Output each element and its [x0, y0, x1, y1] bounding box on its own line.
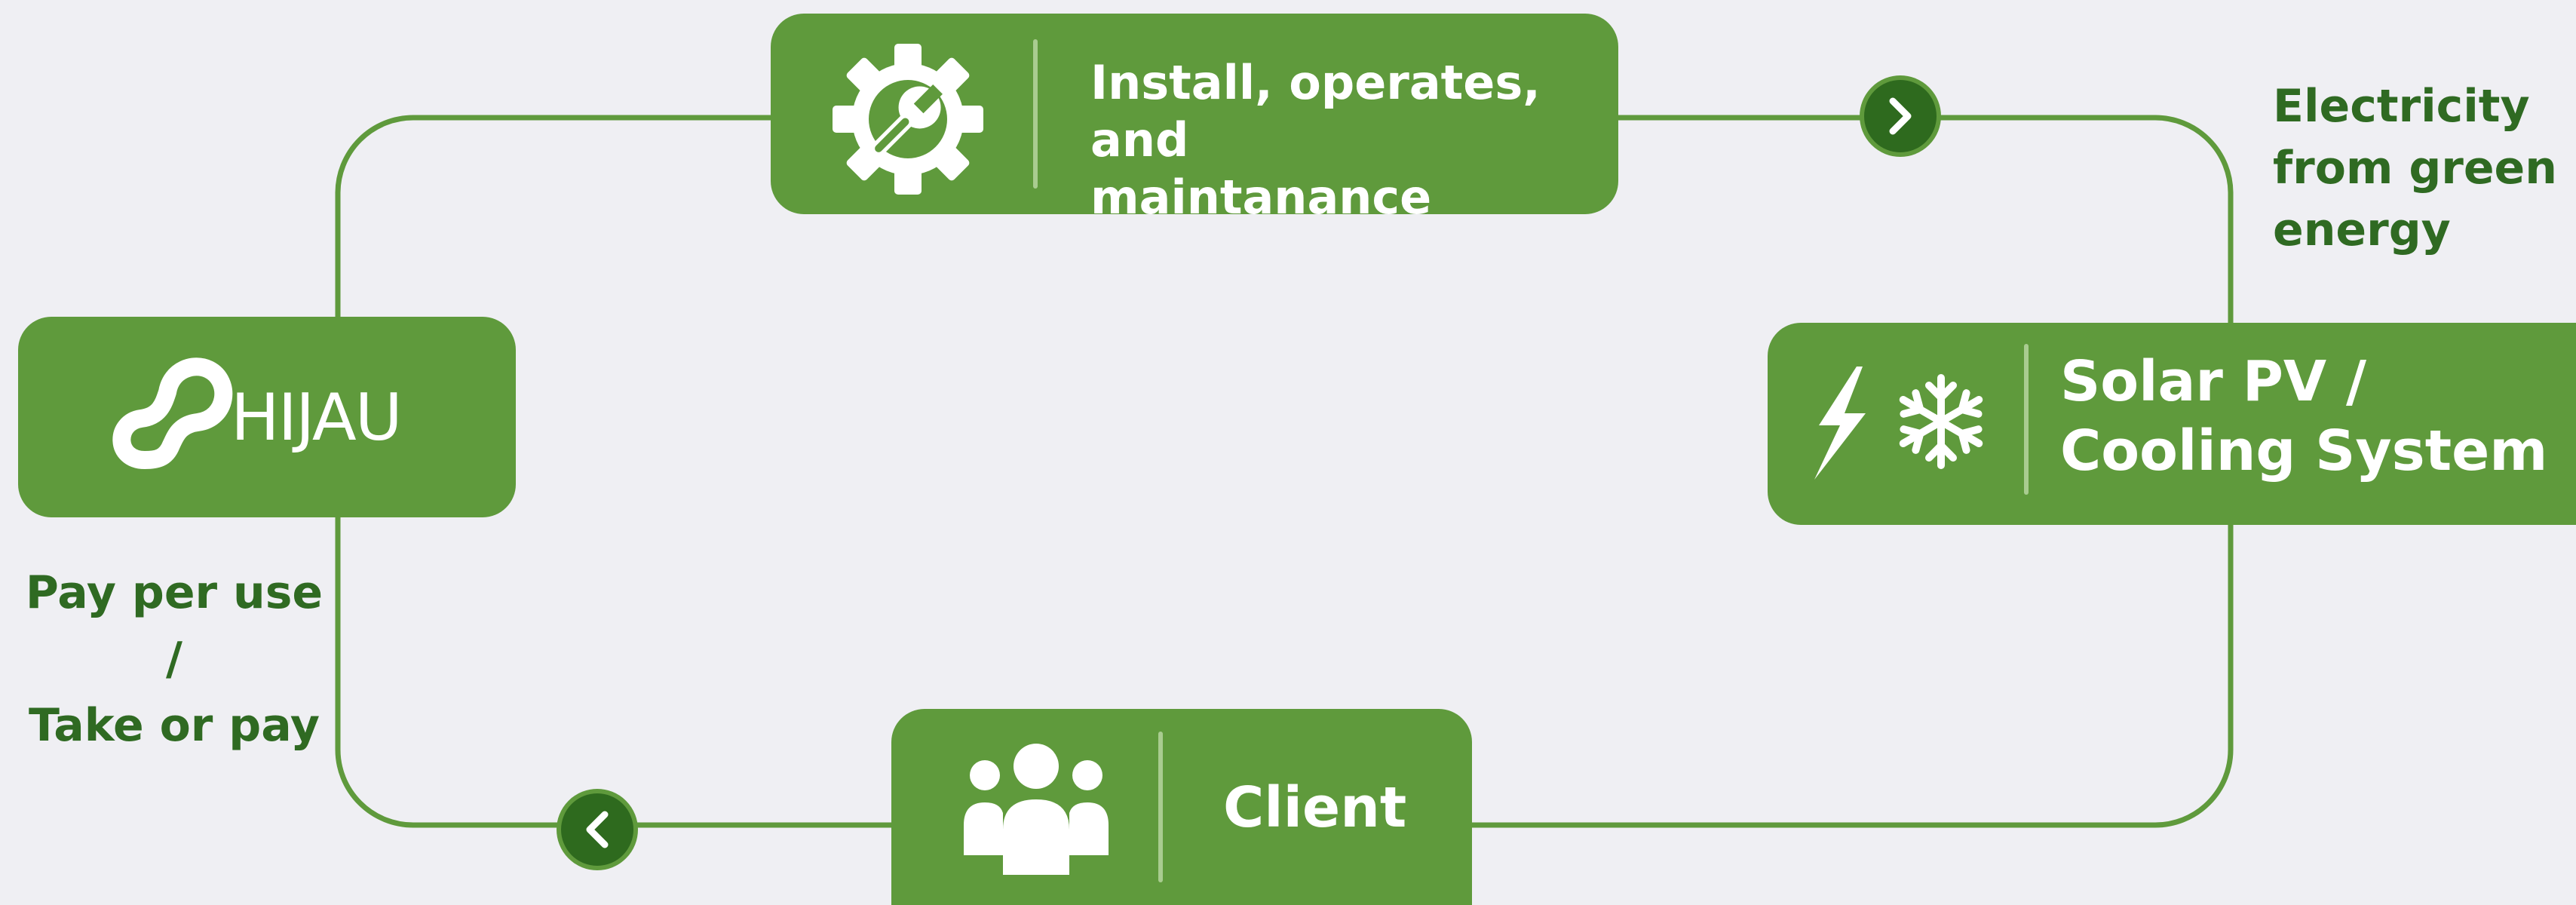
users-group-icon [961, 742, 1112, 875]
node-divider [1033, 39, 1038, 189]
solar-cooling-node: Solar PV / Cooling System [1768, 323, 2576, 525]
lightning-icon [1804, 367, 1872, 480]
node-divider [1158, 732, 1163, 882]
edge-label-line: energy [2273, 204, 2451, 256]
payment-edge-label: Pay per use / Take or pay [12, 560, 336, 759]
install-label-line1: Install, operates, and [1090, 55, 1541, 167]
edge-label-line: Electricity [2273, 80, 2530, 133]
chevron-right-icon [1860, 75, 1941, 157]
logo-text: HIJAU [231, 380, 403, 456]
chevron-left-icon [557, 789, 638, 870]
node-divider [2024, 344, 2029, 495]
edge-label-line: Pay per use / [25, 566, 324, 686]
install-node-label: Install, operates, and maintanance [1090, 54, 1618, 226]
hijau-node: HIJAU [18, 317, 516, 517]
snowflake-icon [1896, 373, 1986, 471]
electricity-edge-label: Electricity from green energy [2273, 75, 2557, 261]
client-label: Client [1223, 775, 1407, 840]
edge-label-line: from green [2273, 142, 2557, 195]
solar-label-line1: Solar PV / [2060, 349, 2366, 414]
gear-wrench-icon [830, 41, 986, 198]
solar-label-line2: Cooling System [2060, 419, 2548, 483]
loop-logo-icon [100, 347, 250, 483]
install-operate-maintain-node: Install, operates, and maintanance [771, 14, 1618, 225]
install-label-line2: maintanance [1090, 170, 1432, 225]
edge-label-line: Take or pay [29, 699, 320, 752]
solar-node-label: Solar PV / Cooling System [2060, 347, 2547, 486]
client-node: Client [891, 709, 1472, 905]
